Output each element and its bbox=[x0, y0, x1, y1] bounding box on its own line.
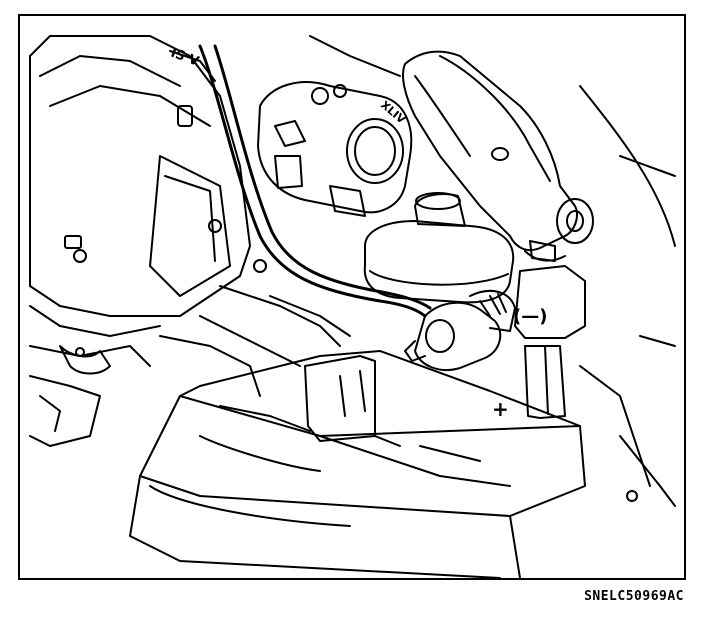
engine-bay-background: IS V bbox=[29, 35, 676, 507]
figure-caption: SNELC50969AC bbox=[584, 589, 684, 604]
svg-text:IS V: IS V bbox=[169, 46, 201, 70]
jumper-cable bbox=[198, 44, 432, 318]
svg-text:XLIV: XLIV bbox=[378, 98, 408, 126]
illustration-frame: IS V bbox=[18, 14, 686, 580]
brake-fluid-reservoir bbox=[363, 192, 515, 304]
negative-jumper-clamp bbox=[402, 50, 594, 262]
negative-terminal-label: (—) bbox=[513, 306, 547, 327]
positive-terminal-label: + bbox=[492, 397, 509, 421]
throttle-body: XLIV bbox=[257, 81, 413, 217]
battery bbox=[129, 350, 586, 578]
engine-bay-drawing: IS V bbox=[29, 35, 676, 578]
positive-jumper-clamp bbox=[404, 289, 516, 371]
negative-terminal-block bbox=[514, 265, 586, 419]
